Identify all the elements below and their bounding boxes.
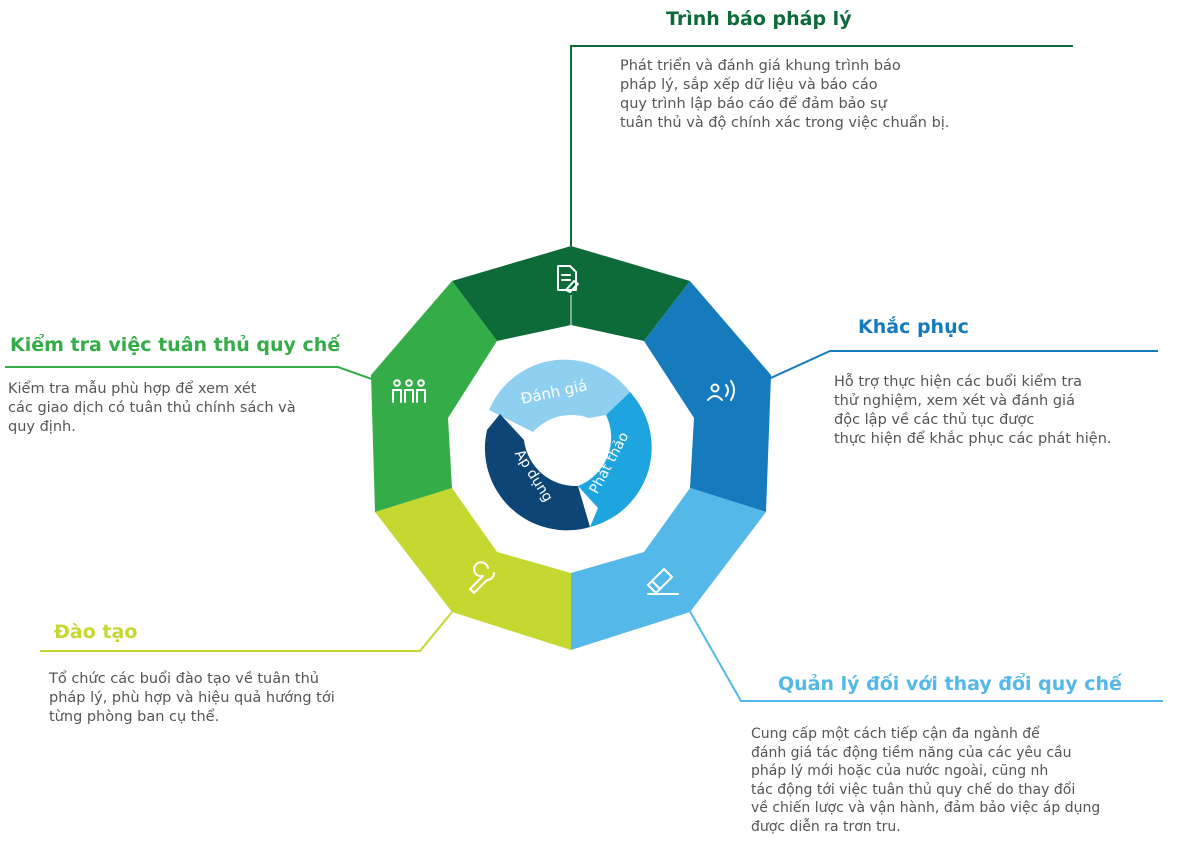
cycle-arc-right	[578, 392, 652, 527]
desc-training: Tổ chức các buổi đào tạo về tuân thủ phá…	[49, 670, 335, 727]
segment-reporting	[452, 246, 690, 341]
desc-line: đánh giá tác động tiềm năng của các yêu …	[751, 744, 1072, 761]
desc-line: Phát triển và đánh giá khung trình báo	[620, 58, 901, 74]
cycle-arc-top	[489, 359, 630, 432]
desc-line: được diễn ra trơn tru.	[751, 818, 901, 835]
desc-change: Cung cấp một cách tiếp cận đa ngành để đ…	[751, 725, 1100, 836]
connector-reporting	[570, 45, 1073, 246]
title-monitoring: Kiểm tra việc tuân thủ quy chế	[10, 334, 341, 356]
segment-training	[375, 488, 571, 650]
desc-line: Kiểm tra mẫu phù hợp để xem xét	[8, 381, 257, 397]
title-change: Quản lý đối với thay đổi quy chế	[778, 673, 1122, 695]
wrench-icon	[469, 561, 495, 594]
document-pen-icon	[557, 265, 579, 293]
desc-line: thử nghiệm, xem xét và đánh giá	[834, 393, 1075, 409]
title-remediation: Khắc phục	[858, 316, 969, 338]
desc-line: pháp lý, sắp xếp dữ liệu và báo cáo	[620, 77, 878, 93]
desc-line: từng phòng ban cụ thể.	[49, 709, 220, 725]
desc-line: quy định.	[8, 419, 76, 435]
eraser-icon	[647, 568, 679, 595]
desc-line: pháp lý, phù hợp và hiệu quả hướng tới	[49, 690, 335, 706]
desc-line: Tổ chức các buổi đào tạo về tuân thủ	[49, 671, 319, 687]
cycle-arc-left	[484, 414, 590, 531]
desc-line: Hỗ trợ thực hiện các buổi kiểm tra	[834, 374, 1083, 390]
segment-remediation	[644, 281, 771, 512]
desc-line: độc lập về các thủ tục được	[834, 412, 1035, 428]
connector-change	[687, 607, 1163, 702]
connector-remediation	[761, 350, 1158, 383]
center-cycle: Đánh giá Phát thảo Áp dụng	[484, 359, 652, 531]
desc-line: tác động tới việc tuân thủ quy chế do th…	[751, 781, 1076, 798]
desc-line: về chiến lược và vận hành, đảm bảo việc …	[751, 800, 1101, 816]
connector-monitoring	[5, 366, 381, 383]
person-speaking-icon	[707, 380, 735, 401]
desc-reporting: Phát triển và đánh giá khung trình báo p…	[620, 57, 949, 133]
segment-monitoring	[371, 281, 497, 512]
desc-remediation: Hỗ trợ thực hiện các buổi kiểm tra thử n…	[834, 373, 1112, 449]
desc-line: tuân thủ và độ chính xác trong việc chuẩ…	[620, 115, 950, 131]
segment-change	[571, 488, 766, 650]
title-reporting: Trình báo pháp lý	[666, 8, 852, 30]
desc-line: pháp lý mới hoặc của nước ngoài, cũng nh	[751, 763, 1049, 779]
desc-line: quy trình lập báo cáo để đảm bảo sự	[620, 96, 887, 112]
desc-line: các giao dịch có tuân thủ chính sách và	[8, 400, 296, 416]
people-icon	[392, 379, 426, 403]
title-training: Đào tạo	[54, 621, 138, 643]
desc-monitoring: Kiểm tra mẫu phù hợp để xem xét các giao…	[8, 380, 296, 437]
desc-line: Cung cấp một cách tiếp cận đa ngành để	[751, 726, 1040, 742]
desc-line: thực hiện để khắc phục các phát hiện.	[834, 431, 1112, 447]
connector-training	[40, 611, 453, 652]
